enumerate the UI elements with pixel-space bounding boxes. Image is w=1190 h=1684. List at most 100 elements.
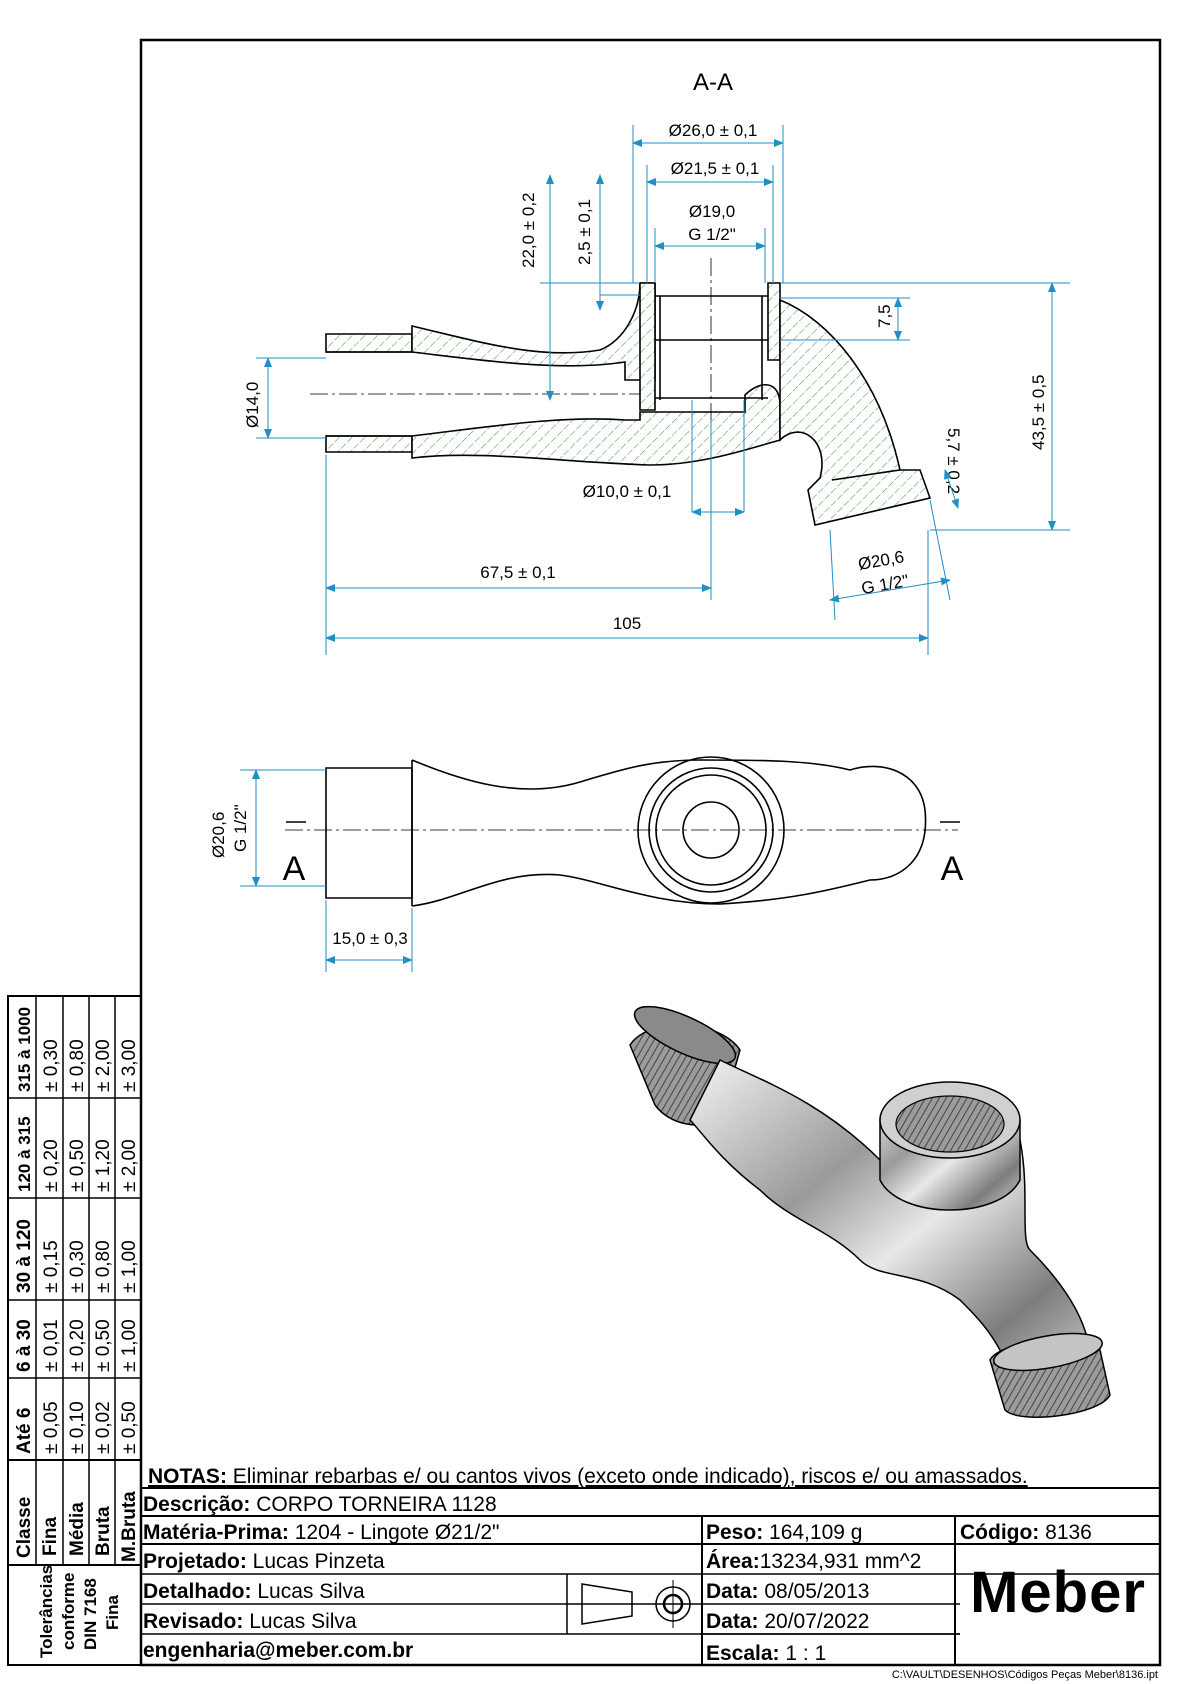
- tol-range-4: 315 à 1000: [15, 1007, 34, 1092]
- dim-h75: 7,5: [875, 304, 894, 328]
- tol-cell: ± 0,80: [93, 1240, 114, 1293]
- tol-cell: ± 2,00: [119, 1139, 140, 1192]
- detalhado-value: Lucas Silva: [252, 1580, 366, 1603]
- data1-label: Data:: [706, 1580, 759, 1603]
- outlet-bend: [779, 298, 932, 526]
- codigo-label: Código:: [960, 1521, 1039, 1544]
- dim-g12-outlet: G 1/2": [860, 571, 910, 598]
- brand-logo: Meber: [970, 1560, 1146, 1625]
- dim-l675: 67,5 ± 0,1: [480, 563, 556, 582]
- dim-d14: Ø14,0: [243, 382, 262, 428]
- dim-d19: Ø19,0: [689, 202, 735, 221]
- descricao-row: Descrição: CORPO TORNEIRA 1128: [143, 1493, 497, 1516]
- dim-d206-side: Ø20,6: [209, 812, 228, 858]
- data1-value: 08/05/2013: [759, 1580, 870, 1603]
- tol-cell: ± 0,30: [67, 1240, 88, 1293]
- dim-d26: Ø26,0 ± 0,1: [669, 121, 758, 140]
- descricao-value: CORPO TORNEIRA 1128: [250, 1493, 496, 1516]
- top-inlet-thread: [325, 767, 413, 899]
- data2-row: Data: 20/07/2022: [706, 1610, 869, 1633]
- revisado-row: Revisado: Lucas Silva: [143, 1610, 357, 1633]
- tol-cell: ± 1,20: [93, 1139, 114, 1192]
- section-title: A-A: [693, 69, 733, 96]
- socket-bore: [655, 295, 768, 399]
- notes-text: Eliminar rebarbas e/ ou cantos vivos (ex…: [227, 1465, 1028, 1488]
- detalhado-row: Detalhado: Lucas Silva: [143, 1580, 365, 1603]
- tol-cell: ± 0,02: [93, 1401, 114, 1454]
- dim-h22: 22,0 ± 0,2: [519, 193, 538, 269]
- tol-cell: ± 1,00: [119, 1319, 140, 1372]
- dim-g12-side: G 1/2": [231, 804, 250, 852]
- first-angle-projection-icon: [575, 1580, 700, 1628]
- detalhado-label: Detalhado:: [143, 1580, 252, 1603]
- inlet-bore: [326, 351, 412, 437]
- data2-label: Data:: [706, 1610, 759, 1633]
- tol-cell: ± 0,20: [41, 1139, 62, 1192]
- tolerance-table: Classe Fina Média Bruta M.Bruta Até 6 6 …: [7, 995, 142, 1666]
- escala-row: Escala: 1 : 1: [706, 1642, 826, 1665]
- dim-l105: 105: [613, 614, 641, 633]
- notes-row: NOTAS: Eliminar rebarbas e/ ou cantos vi…: [148, 1465, 1028, 1488]
- tol-class-mbruta: M.Bruta: [119, 1491, 140, 1562]
- peso-row: Peso: 164,109 g: [706, 1521, 862, 1544]
- dim-g12-top: G 1/2": [688, 225, 736, 244]
- body-wall-upper: [411, 282, 656, 381]
- peso-label: Peso:: [706, 1521, 763, 1544]
- descricao-label: Descrição:: [143, 1493, 250, 1516]
- top-socket-bore: [682, 801, 740, 859]
- title-block: NOTAS: Eliminar rebarbas e/ ou cantos vi…: [141, 1465, 1160, 1665]
- tol-header-label: Classe: [14, 1497, 35, 1558]
- dim-l15: 15,0 ± 0,3: [332, 929, 408, 948]
- dim-h435: 43,5 ± 0,5: [1029, 375, 1048, 451]
- outlet-bore: [831, 469, 901, 481]
- notes-label: NOTAS:: [148, 1465, 227, 1488]
- body-wall-lower: [411, 383, 781, 466]
- cut-label-right: A: [941, 850, 964, 888]
- dim-d215: Ø21,5 ± 0,1: [671, 159, 760, 178]
- top-view: A A Ø20,6 G 1/2" 15,0 ± 0,3: [209, 756, 964, 972]
- area-label: Área:: [706, 1550, 760, 1573]
- data2-value: 20/07/2022: [759, 1610, 870, 1633]
- drawing-border: [139, 38, 1162, 1667]
- projetado-label: Projetado:: [143, 1550, 247, 1573]
- revisado-value: Lucas Silva: [243, 1610, 357, 1633]
- area-row: Área:13234,931 mm^2: [706, 1550, 921, 1573]
- email: engenharia@meber.com.br: [143, 1639, 413, 1662]
- dim-h25: 2,5 ± 0,1: [575, 199, 594, 265]
- socket-left-wall: [639, 282, 656, 411]
- revisado-label: Revisado:: [143, 1610, 243, 1633]
- socket-right-wall: [767, 282, 781, 361]
- tol-cell: ± 0,50: [93, 1319, 114, 1372]
- top-body-outline: [411, 759, 927, 907]
- materia-label: Matéria-Prima:: [143, 1521, 289, 1544]
- cut-label-left: A: [283, 850, 306, 888]
- peso-value: 164,109 g: [763, 1521, 862, 1544]
- tol-cell: ± 1,00: [119, 1240, 140, 1293]
- tol-class-fina: Fina: [40, 1517, 61, 1556]
- tol-cell: ± 0,05: [41, 1401, 62, 1454]
- inlet-wall-bottom: [325, 435, 413, 453]
- tol-cell: ± 0,01: [41, 1319, 62, 1372]
- tol-footer-2: DIN 7168: [81, 1578, 100, 1650]
- inlet-wall-top: [325, 333, 413, 353]
- dim-d206-outlet: Ø20,6: [857, 547, 906, 574]
- tol-cell: ± 0,10: [67, 1401, 88, 1454]
- projetado-value: Lucas Pinzeta: [247, 1550, 385, 1573]
- tol-range-3: 120 à 315: [15, 1116, 34, 1192]
- tol-class-media: Média: [67, 1502, 88, 1556]
- tol-cell: ± 0,80: [67, 1039, 88, 1092]
- dim-d10: Ø10,0 ± 0,1: [583, 482, 672, 501]
- codigo-row: Código: 8136: [960, 1521, 1092, 1544]
- tol-footer-3: Fina: [103, 1595, 122, 1630]
- tol-cell: ± 3,00: [119, 1039, 140, 1092]
- escala-value: 1 : 1: [780, 1642, 827, 1665]
- materia-value: 1204 - Lingote Ø21/2": [289, 1521, 500, 1544]
- tol-cell: ± 0,50: [119, 1401, 140, 1454]
- tol-cell: ± 0,20: [67, 1319, 88, 1372]
- tol-class-bruta: Bruta: [93, 1506, 114, 1556]
- dim-h57: 5,7 ± 0,2: [944, 428, 963, 494]
- tol-footer-0: Tolerâncias: [37, 1565, 56, 1658]
- file-path: C:\VAULT\DESENHOS\Códigos Peças Meber\81…: [892, 1669, 1158, 1681]
- materia-row: Matéria-Prima: 1204 - Lingote Ø21/2": [143, 1521, 500, 1544]
